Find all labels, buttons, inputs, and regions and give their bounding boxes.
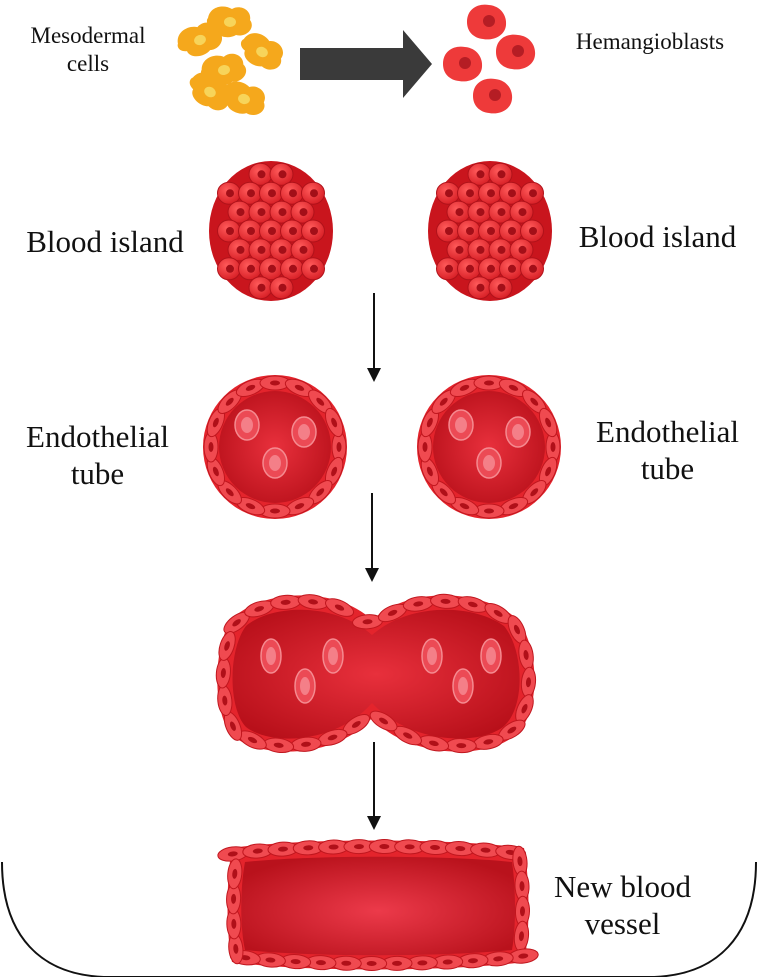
tube-lumen [219, 391, 331, 503]
label-new-blood-vessel: New blood vessel [535, 868, 710, 942]
arrow-2 [365, 493, 379, 582]
label-blood-island-left: Blood island [5, 223, 205, 260]
lumen-cell [477, 448, 501, 478]
blood-island-cell [270, 277, 293, 299]
lumen-cell [235, 410, 259, 440]
blood-island-left [209, 161, 333, 301]
mesodermal-cells-icon [173, 6, 288, 119]
lumen-cell [453, 669, 473, 703]
lumen-cell [295, 669, 315, 703]
blood-island-cell [489, 277, 512, 299]
vessel-lumen [241, 857, 515, 956]
lumen-cell [263, 448, 287, 478]
lumen-cell [292, 417, 316, 447]
fused-tubes-icon [215, 593, 537, 755]
label-endothelial-right: Endothelial tube [580, 413, 755, 487]
label-hemangioblasts: Hemangioblasts [545, 28, 755, 56]
new-blood-vessel-icon [217, 839, 539, 970]
endothelial-tube-left [203, 375, 347, 519]
blood-island-cell [249, 277, 272, 299]
blood-island-right [428, 161, 552, 301]
lumen-cell [261, 639, 281, 673]
hemangioblasts-icon [443, 5, 535, 114]
arrow-3 [367, 742, 381, 830]
label-mesodermal-line1: Mesodermal [8, 22, 168, 50]
hemangioblast-cell [467, 5, 506, 40]
tube-lumen [433, 391, 545, 503]
blood-island-cell [468, 277, 491, 299]
transform-arrow [300, 30, 432, 98]
arrow-1 [367, 293, 381, 382]
label-endothelial-left-line2: tube [10, 455, 185, 492]
hemangioblast-cell [496, 35, 535, 70]
label-new-vessel-line1: New blood [535, 868, 710, 905]
blood-island-cell [521, 258, 544, 280]
lumen-cell [449, 410, 473, 440]
lumen-cell [422, 639, 442, 673]
label-mesodermal: Mesodermal cells [8, 22, 168, 77]
label-endothelial-right-line2: tube [580, 450, 755, 487]
blood-island-cell [437, 258, 460, 280]
label-blood-island-right: Blood island [560, 218, 755, 255]
lumen-cell [506, 417, 530, 447]
label-endothelial-left: Endothelial tube [10, 418, 185, 492]
blood-island-cell [218, 258, 241, 280]
label-mesodermal-line2: cells [8, 50, 168, 78]
label-new-vessel-line2: vessel [535, 905, 710, 942]
blood-island-cell [302, 258, 325, 280]
lumen-cell [323, 639, 343, 673]
hemangioblast-cell [473, 79, 512, 114]
lumen-cell [481, 639, 501, 673]
label-endothelial-left-line1: Endothelial [10, 418, 185, 455]
endothelial-tube-right [417, 375, 561, 519]
label-endothelial-right-line1: Endothelial [580, 413, 755, 450]
hemangioblast-cell [443, 47, 482, 82]
